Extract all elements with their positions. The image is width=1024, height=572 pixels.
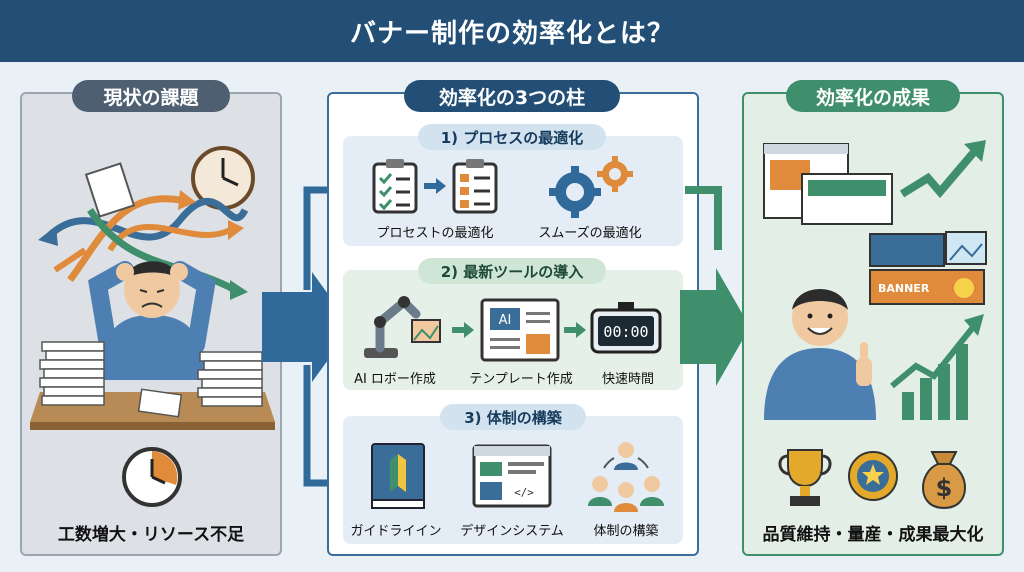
arrow-right-icon [424, 178, 446, 194]
section-2-item-2: テンプレート作成 [469, 372, 573, 387]
current-issues-caption: 工数増大・リソース不足 [57, 525, 245, 545]
template-icon: AI [480, 298, 560, 362]
section-3-item-3: 体制の構築 [593, 524, 659, 539]
section-2-title: 2) 最新ツールの導入 [418, 258, 606, 284]
arrow-right-icon [452, 322, 474, 338]
results-heading: 効率化の成果 [786, 80, 960, 112]
banner-text: BANNER [878, 282, 930, 295]
digital-timer-icon: 00:00 [590, 302, 662, 354]
ai-template-text: AI [499, 313, 512, 328]
guideline-book-icon [371, 443, 425, 509]
svg-text:</>: </> [514, 486, 534, 499]
section-1-title: 1) プロセスの最適化 [418, 124, 606, 150]
process-list-icon [452, 159, 498, 214]
gears-icon [549, 156, 633, 218]
money-bag-icon: $ [922, 451, 966, 510]
section-2-item-1: AI ロボー作成 [354, 372, 436, 387]
ai-robot-arm-icon [364, 295, 441, 358]
success-illustration: BANNER [763, 140, 987, 420]
results-caption: 品質維持・量産・成果最大化 [762, 525, 984, 545]
current-issues-heading: 現状の課題 [72, 80, 230, 112]
section-3-title: 3) 体制の構築 [440, 404, 586, 430]
flow-arrow-to-results [680, 186, 750, 386]
team-people-icon [588, 442, 664, 512]
timer-readout: 00:00 [603, 323, 648, 341]
three-pillars-heading: 効率化の3つの柱 [404, 80, 620, 112]
svg-text:$: $ [936, 474, 953, 502]
section-3-item-1: ガイドライイン [350, 524, 442, 539]
arrow-right-icon [564, 322, 586, 338]
page-title: バナー制作の効率化とは？ [0, 0, 1024, 62]
design-system-window-icon: </> [472, 444, 552, 508]
section-2-item-3: 快速時間 [601, 372, 654, 387]
clock-icon [122, 447, 182, 507]
stressed-worker-illustration [30, 146, 275, 430]
medal-star-icon [848, 451, 898, 501]
checklist-icon [372, 159, 418, 214]
section-3-item-2: デザインシステム [460, 524, 564, 539]
section-1-item-2: スムーズの最適化 [538, 226, 642, 241]
trophy-icon [778, 449, 832, 506]
section-1-item-1: プロセストの最適化 [376, 226, 494, 241]
